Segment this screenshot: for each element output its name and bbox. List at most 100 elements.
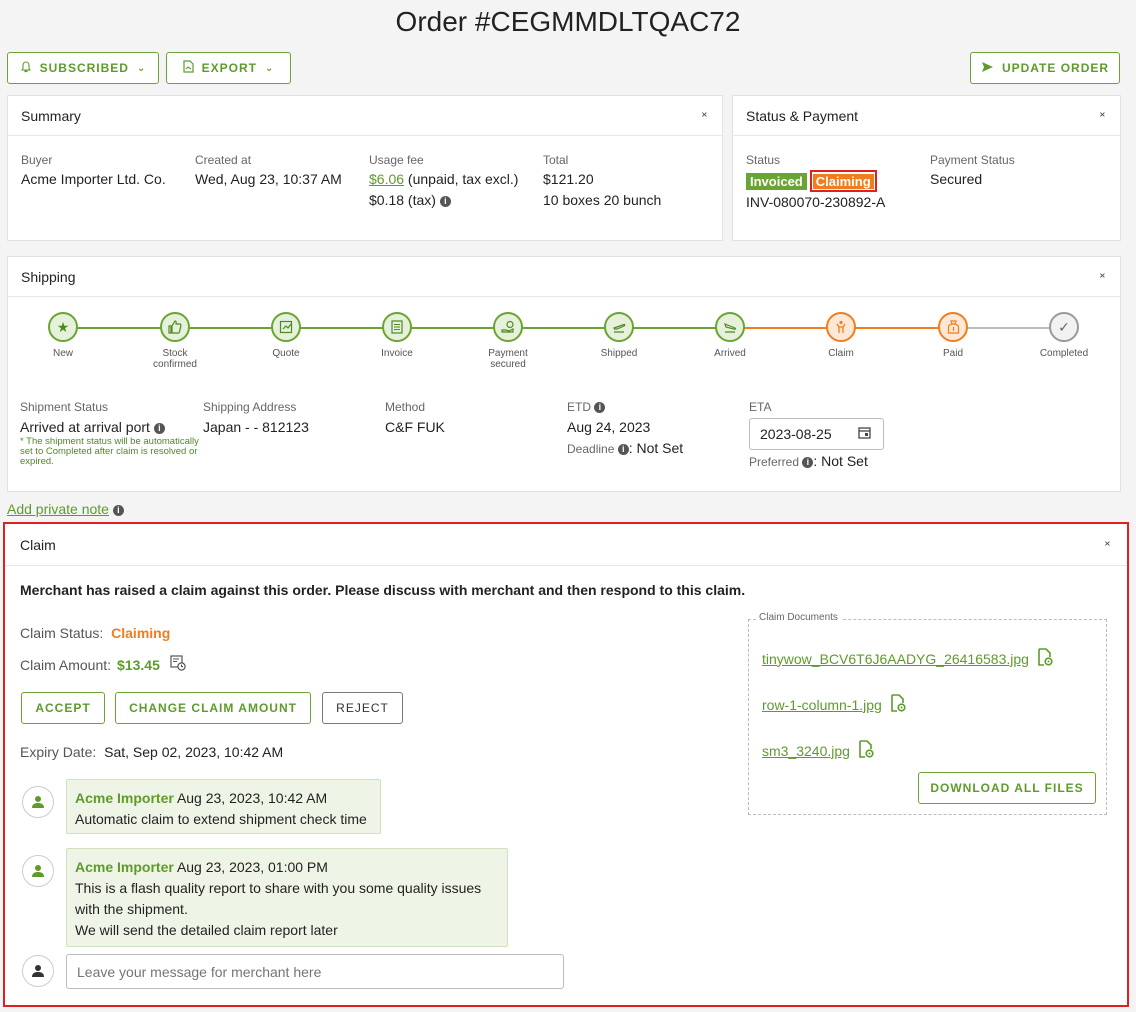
message-bubble: Acme Importer Aug 23, 2023, 10:42 AM Aut… (66, 779, 381, 834)
total-value: $121.20 (543, 171, 594, 187)
chevron-down-icon: ⌄ (264, 62, 275, 74)
file-view-icon[interactable] (858, 740, 874, 761)
bell-icon (20, 60, 32, 76)
step-label: New (52, 348, 73, 359)
add-private-note-link[interactable]: Add private note (7, 501, 109, 517)
send-icon (981, 61, 994, 76)
progress-line-claim (745, 327, 967, 329)
method-label: Method (385, 400, 426, 414)
reject-button[interactable]: REJECT (322, 692, 403, 724)
document-link[interactable]: tinywow_BCV6T6J6AADYG_26416583.jpg (762, 648, 1053, 669)
etd-label: ETD (567, 400, 591, 414)
payment-field: Payment Status Secured (930, 153, 1015, 187)
info-icon[interactable]: i (439, 195, 451, 207)
info-icon[interactable]: i (112, 504, 124, 516)
status-field: Status Invoiced Claiming INV-080070-2308… (746, 153, 885, 210)
info-icon[interactable]: i (594, 402, 606, 414)
claim-documents-legend: Claim Documents (756, 612, 841, 623)
eta-field: ETA 2023-08-25 Preferred i: Not Set (749, 400, 884, 469)
etd-field: ETD i Aug 24, 2023 Deadline i: Not Set (567, 400, 683, 456)
shipping-title: Shipping (21, 268, 76, 285)
subscribed-button[interactable]: SUBSCRIBED ⌄ (7, 52, 159, 84)
change-claim-amount-button[interactable]: CHANGE CLAIM AMOUNT (115, 692, 311, 724)
collapse-icon[interactable]: ⌄⌃ (1102, 534, 1112, 554)
info-icon[interactable]: i (802, 457, 814, 469)
info-icon[interactable]: i (153, 422, 165, 434)
calendar-icon[interactable] (858, 426, 871, 442)
document-name[interactable]: sm3_3240.jpg (762, 742, 850, 759)
claim-headline: Merchant has raised a claim against this… (20, 582, 746, 598)
message-text: We will send the detailed claim report l… (75, 922, 338, 938)
accept-button[interactable]: ACCEPT (21, 692, 105, 724)
summary-header: Summary ⌄⌃ (8, 96, 722, 136)
message-author: Acme Importer (75, 790, 174, 806)
invoice-number: INV-080070-230892-A (746, 194, 886, 210)
step-label: Quote (272, 348, 300, 359)
status-title: Status & Payment (746, 107, 859, 124)
step-paid: Paid (908, 312, 998, 359)
info-icon[interactable]: i (617, 444, 629, 456)
document-link[interactable]: row-1-column-1.jpg (762, 694, 906, 715)
step-new: ★ New (18, 312, 108, 359)
created-label: Created at (195, 153, 252, 167)
shipment-status-field: Shipment Status Arrived at arrival port … (20, 400, 200, 467)
avatar (22, 786, 54, 818)
step-label: Arrived (714, 348, 746, 359)
eta-value: 2023-08-25 (760, 426, 832, 442)
etd-value: Aug 24, 2023 (567, 419, 651, 435)
document-link[interactable]: sm3_3240.jpg (762, 740, 874, 761)
invoice-icon (382, 312, 412, 342)
step-label: Paid (942, 348, 963, 359)
avatar (22, 955, 54, 987)
document-name[interactable]: tinywow_BCV6T6J6AADYG_26416583.jpg (762, 650, 1029, 667)
claim-person-icon (826, 312, 856, 342)
plane-landing-icon (715, 312, 745, 342)
step-label: Invoice (381, 348, 413, 359)
file-view-icon[interactable] (1037, 648, 1053, 669)
eta-date-input[interactable]: 2023-08-25 (749, 418, 884, 450)
file-icon (183, 60, 194, 76)
message-input[interactable] (66, 954, 564, 989)
avatar (22, 855, 54, 887)
update-order-label: UPDATE ORDER (1001, 61, 1110, 75)
step-label: Shipped (600, 348, 638, 359)
thumbs-up-icon (160, 312, 190, 342)
deadline-label: Deadline (567, 442, 615, 456)
chevron-down-icon: ⌄ (136, 62, 147, 74)
expiry-row: Expiry Date: Sat, Sep 02, 2023, 10:42 AM (20, 744, 283, 760)
message-text: This is a flash quality report to share … (75, 880, 482, 896)
step-shipped: Shipped (574, 312, 664, 359)
collapse-icon[interactable]: ⌄⌃ (1097, 105, 1107, 125)
download-all-files-button[interactable]: DOWNLOAD ALL FILES (918, 772, 1096, 804)
total-note: 10 boxes 20 bunch (543, 192, 662, 208)
collapse-icon[interactable]: ⌄⌃ (1097, 266, 1107, 286)
message-author: Acme Importer (75, 859, 174, 875)
step-label: Claim (828, 348, 854, 359)
claim-header: Claim ⌄⌃ (5, 524, 1127, 566)
method-value: C&F FUK (385, 419, 445, 435)
summary-panel: Summary ⌄⌃ Buyer Acme Importer Ltd. Co. … (7, 95, 723, 241)
status-badge-claiming-highlight: Claiming (809, 170, 877, 192)
method-field: Method C&F FUK (385, 400, 445, 435)
created-field: Created at Wed, Aug 23, 10:37 AM (195, 153, 342, 187)
claim-documents-box (748, 619, 1107, 815)
claim-status-label: Claim Status: (20, 625, 104, 641)
export-button[interactable]: EXPORT ⌄ (166, 52, 291, 84)
document-name[interactable]: row-1-column-1.jpg (762, 696, 882, 713)
status-label: Status (746, 153, 781, 167)
shipping-address-value: Japan - - 812123 (203, 419, 309, 435)
progress-line-pending (967, 327, 1063, 329)
collapse-icon[interactable]: ⌄⌃ (699, 105, 709, 125)
check-icon: ✓ (1049, 312, 1079, 342)
file-view-icon[interactable] (890, 694, 906, 715)
usage-fee-link[interactable]: $6.06 (369, 171, 405, 187)
step-completed: ✓ Completed (1019, 312, 1109, 359)
history-icon[interactable] (170, 655, 186, 674)
update-order-button[interactable]: UPDATE ORDER (970, 52, 1120, 84)
buyer-field: Buyer Acme Importer Ltd. Co. (21, 153, 166, 187)
status-badge-claiming: Claiming (812, 174, 874, 189)
money-bag-icon (938, 312, 968, 342)
